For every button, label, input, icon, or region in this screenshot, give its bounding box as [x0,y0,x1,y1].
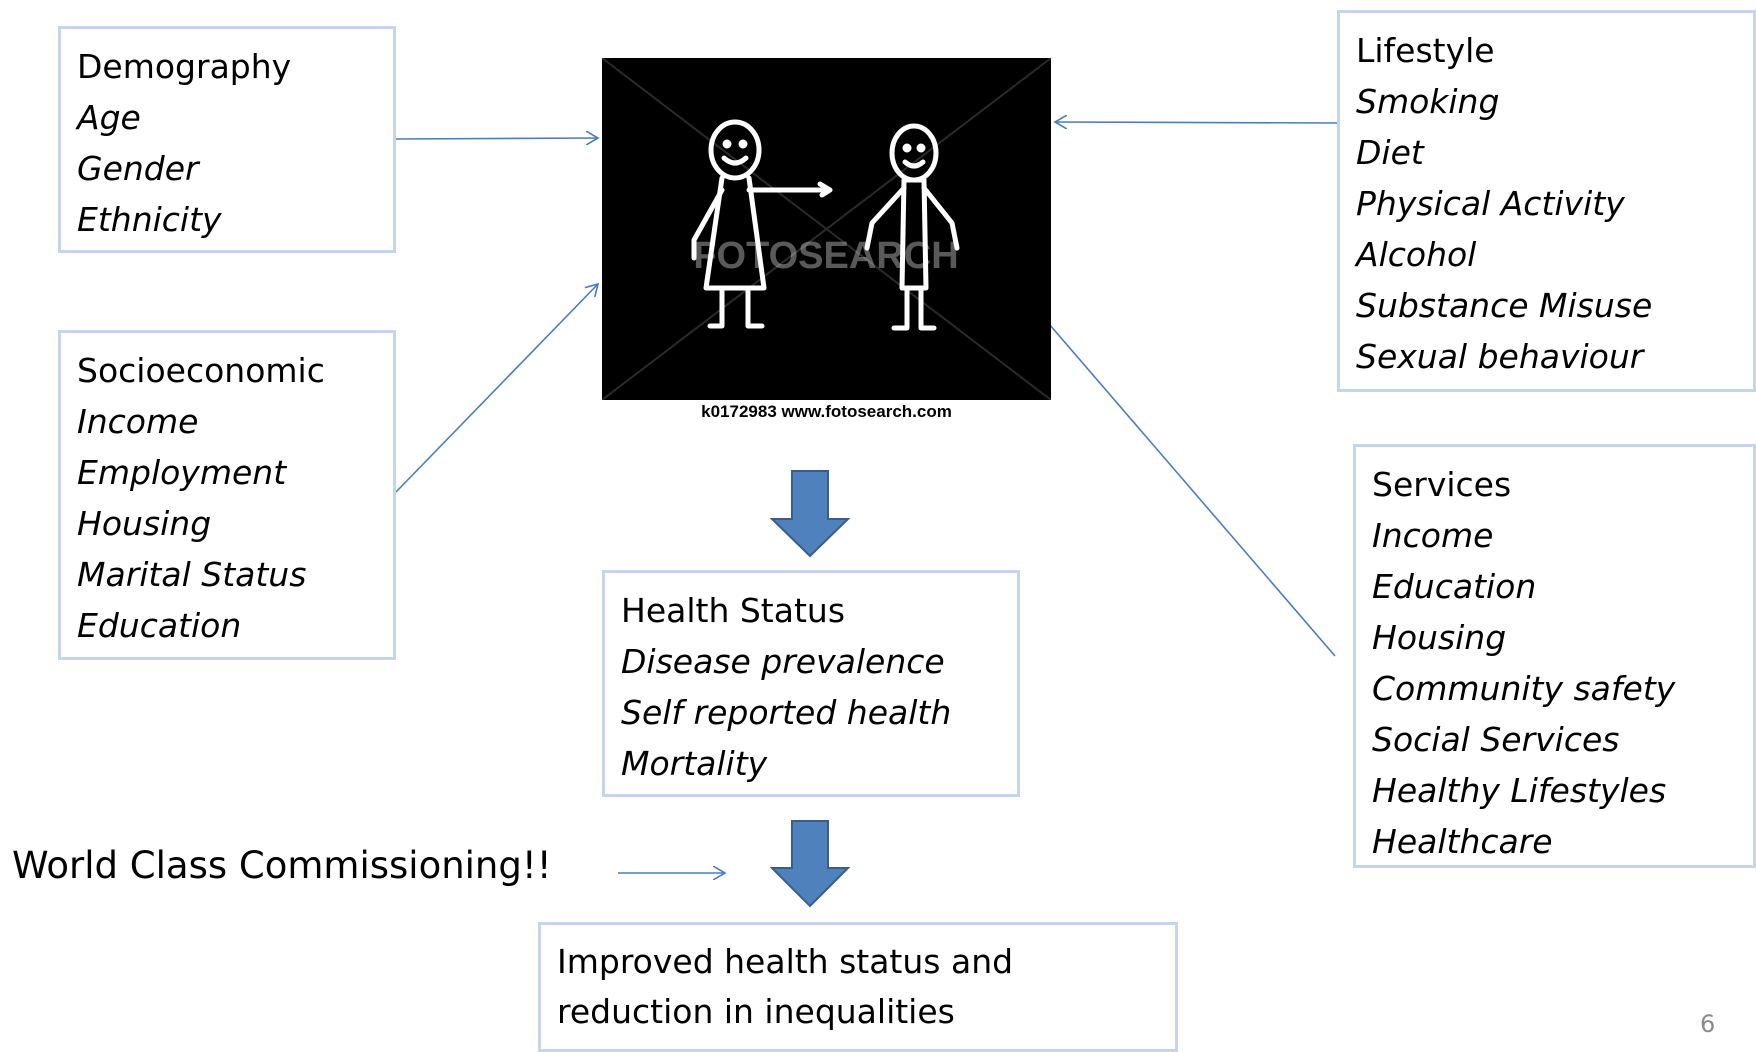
outcome-box: Improved health status and reduction in … [538,922,1178,1052]
demography-connector [395,138,598,139]
health-status-item-self-reported-health: Self reported health [621,693,952,732]
lifestyle-item-diet: Diet [1356,133,1424,172]
lifestyle-item-alcohol: Alcohol [1356,235,1477,274]
lifestyle-item-substance-misuse: Substance Misuse [1356,286,1653,325]
demography-item-age: Age [77,98,141,137]
page-number: 6 [1700,1010,1716,1038]
health-status-item-disease-prevalence: Disease prevalence [621,642,945,681]
services-item-social-services: Social Services [1372,720,1620,759]
photo-caption: k0172983 www.fotosearch.com [701,402,952,421]
outcome-line-2: reduction in inequalities [557,992,955,1031]
services-item-income: Income [1372,516,1494,555]
socioeconomic-item-income: Income [77,402,199,441]
demography-title: Demography [77,47,292,86]
health-status-title: Health Status [621,591,846,630]
lifestyle-box: Lifestyle Smoking Diet Physical Activity… [1337,10,1756,392]
outcome-line-1: Improved health status and [557,942,1014,981]
lifestyle-item-smoking: Smoking [1356,82,1500,121]
male-stick-figure [864,123,960,331]
lifestyle-connector [1055,122,1338,123]
services-item-community-safety: Community safety [1372,669,1676,708]
health-status-item-mortality: Mortality [621,744,768,783]
socioeconomic-item-employment: Employment [77,453,287,492]
socioeconomic-item-housing: Housing [77,504,212,543]
services-item-education: Education [1372,567,1537,606]
down-block-arrow-1 [769,470,851,558]
socioeconomic-item-education: Education [77,606,242,645]
services-item-healthcare: Healthcare [1372,822,1553,861]
services-box: Services Income Education Housing Commun… [1353,444,1756,868]
socioeconomic-connector [395,284,598,493]
socioeconomic-box: Socioeconomic Income Employment Housing … [58,330,396,660]
services-connector [1037,310,1336,657]
socioeconomic-title: Socioeconomic [77,351,325,390]
services-item-healthy-lifestyles: Healthy Lifestyles [1372,771,1667,810]
health-status-box: Health Status Disease prevalence Self re… [602,570,1020,797]
lifestyle-title: Lifestyle [1356,31,1495,70]
lifestyle-item-sexual-behaviour: Sexual behaviour [1356,337,1644,376]
female-stick-figure [691,119,833,329]
photo-watermark: FOTOSEARCH [693,235,958,277]
demography-box: Demography Age Gender Ethnicity [58,26,396,253]
demography-item-gender: Gender [77,149,199,188]
lifestyle-item-physical-activity: Physical Activity [1356,184,1625,223]
down-block-arrow-2 [769,820,851,908]
world-class-commissioning-label: World Class Commissioning!! [12,844,552,887]
demography-item-ethnicity: Ethnicity [77,200,222,239]
socioeconomic-item-marital-status: Marital Status [77,555,307,594]
stick-figure-photo: FOTOSEARCH [602,58,1051,400]
services-item-housing: Housing [1372,618,1507,657]
services-title: Services [1372,465,1512,504]
